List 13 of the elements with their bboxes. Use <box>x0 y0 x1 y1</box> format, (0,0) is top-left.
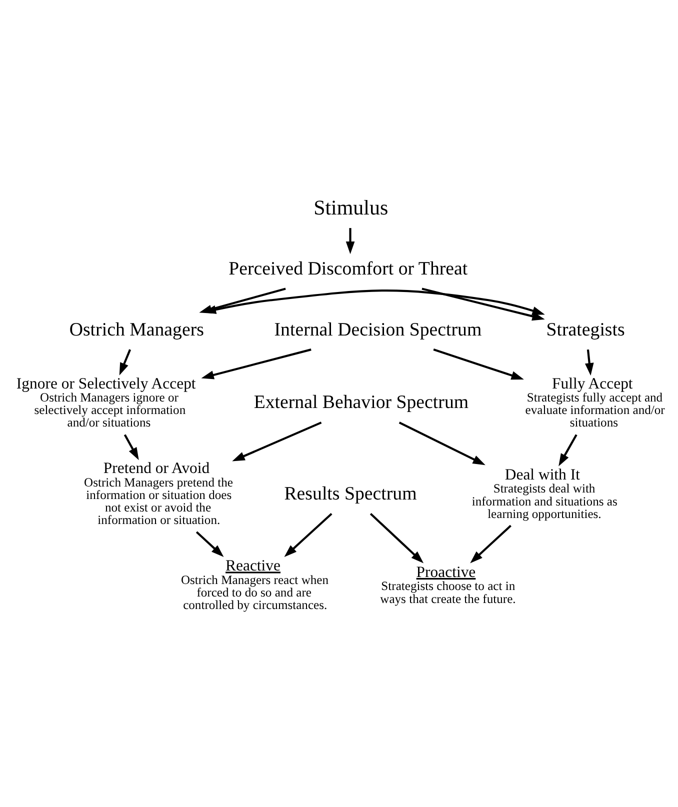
node-text: Stimulus <box>314 195 388 220</box>
node-text: Strategists <box>546 319 625 340</box>
node-text: Proactive Strategists choose to act in ways that create the future. <box>380 564 516 606</box>
node-text: Results Spectrum <box>284 483 417 504</box>
node-text: Ignore or Selectively Accept Ostrich Managers ignore or selectively accept information and/or situations <box>16 375 196 430</box>
node-text: Fully Accept Strategists fully accept and evaluate information and/or situations <box>525 375 665 430</box>
node-text: Reactive Ostrich Managers react when forced to do so and are controlled by circumstances. <box>180 558 329 612</box>
node-text: External Behavior Spectrum <box>254 392 469 414</box>
node-text: Perceived Discomfort or Threat <box>228 258 468 280</box>
node-text: Deal with It Strategists deal with information and situations as learning opportunities. <box>472 466 618 521</box>
node-text: Pretend or Avoid Ostrich Managers pretend the information or situation does not exist or avoid the information or situation. <box>84 460 233 528</box>
node-text: Ostrich Managers <box>69 319 204 340</box>
node-text: Internal Decision Spectrum <box>274 319 482 340</box>
